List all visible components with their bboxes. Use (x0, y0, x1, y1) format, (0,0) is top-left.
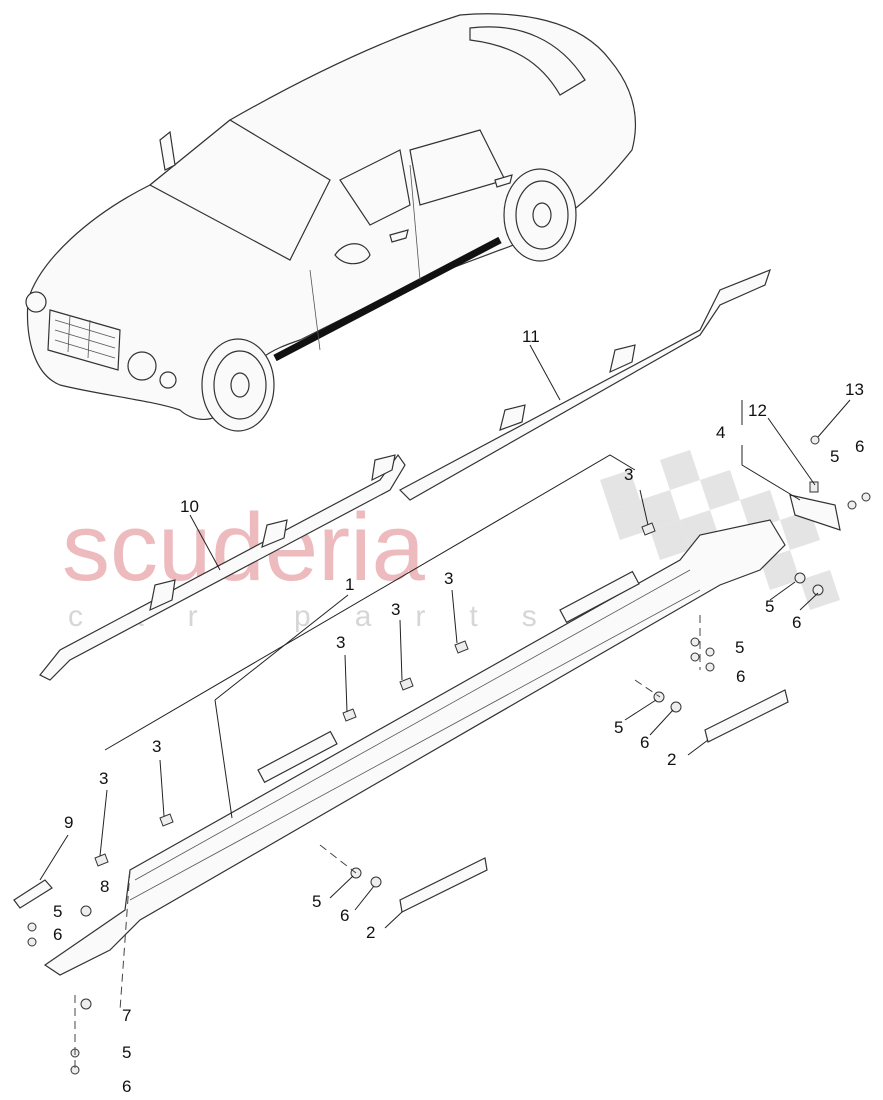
part-1-sill-panel (43, 519, 786, 1011)
rear-wheel (503, 168, 577, 262)
part-2-strips (399, 689, 789, 913)
callout-11: 11 (522, 327, 540, 346)
callout-3: 3 (152, 737, 161, 756)
callout-4: 4 (716, 423, 725, 442)
callout-2: 2 (667, 750, 676, 769)
callout-5: 5 (735, 638, 744, 657)
callout-5: 5 (765, 597, 774, 616)
callout-3: 3 (99, 769, 108, 788)
watermark: scuderia car parts (62, 450, 840, 633)
callout-6: 6 (340, 906, 349, 925)
part-10-sill-trim (39, 453, 406, 681)
fasteners (27, 435, 871, 1075)
dashed-axis-lines (74, 615, 701, 1070)
callout-5: 5 (614, 718, 623, 737)
callout-6: 6 (640, 733, 649, 752)
callout-5: 5 (122, 1043, 131, 1062)
callout-9: 9 (64, 813, 73, 832)
callout-1: 1 (345, 575, 354, 594)
callout-6: 6 (122, 1077, 131, 1096)
callout-5: 5 (53, 902, 62, 921)
callouts: 1 2 2 3 3 3 3 3 3 4 5 5 5 5 5 5 5 6 6 6 … (53, 327, 864, 1096)
callout-2: 2 (366, 923, 375, 942)
callout-6: 6 (736, 667, 745, 686)
callout-3: 3 (624, 465, 633, 484)
callout-5: 5 (830, 447, 839, 466)
part-9-bracket (13, 879, 53, 909)
callout-12: 12 (748, 401, 767, 420)
callout-3: 3 (391, 600, 400, 619)
watermark-brand: scuderia (62, 494, 425, 601)
callout-6: 6 (53, 925, 62, 944)
leader-lines (39, 344, 851, 929)
part-11-sill-trim (399, 268, 771, 501)
car-illustration (25, 13, 637, 432)
part-12-bracket (789, 494, 841, 531)
callout-3: 3 (336, 633, 345, 652)
callout-6: 6 (792, 613, 801, 632)
callout-5: 5 (312, 892, 321, 911)
callout-13: 13 (845, 380, 864, 399)
callout-7: 7 (122, 1006, 131, 1025)
callout-3: 3 (444, 569, 453, 588)
front-wheel (201, 338, 275, 432)
callout-6: 6 (855, 437, 864, 456)
callout-8: 8 (100, 877, 109, 896)
callout-10: 10 (180, 497, 199, 516)
